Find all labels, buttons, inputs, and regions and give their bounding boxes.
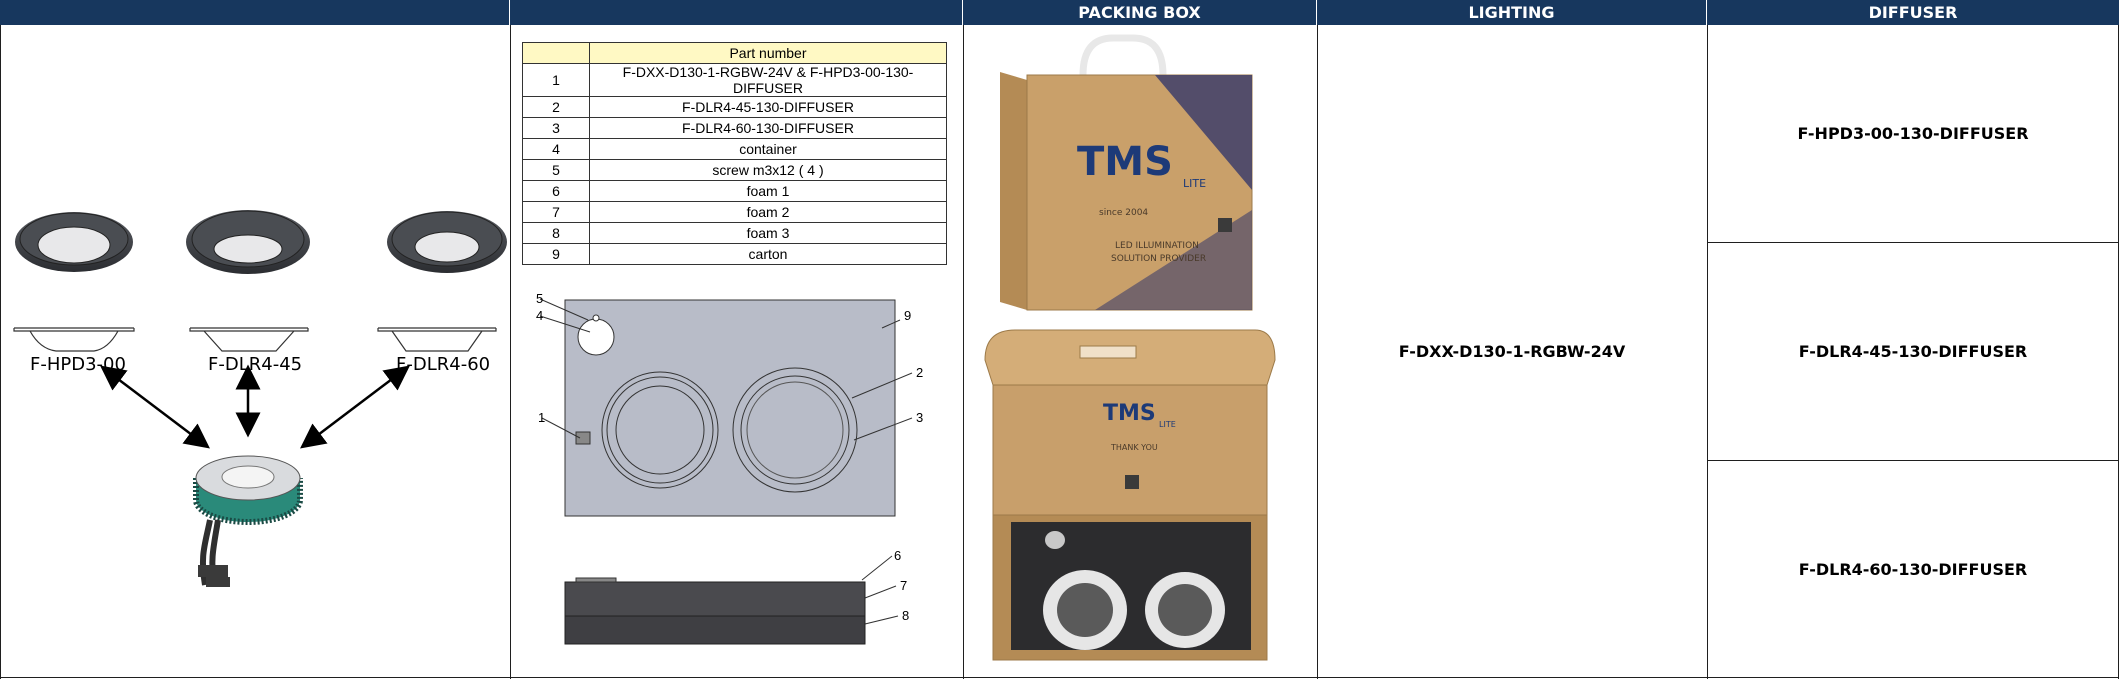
diffuser-cell-2: F-DLR4-45-130-DIFFUSER <box>1798 342 2028 361</box>
callout-label: 5 <box>536 291 543 306</box>
callout-label: 6 <box>894 548 901 563</box>
profile-dlr4-45 <box>189 327 309 352</box>
header-packing-box: PACKING BOX <box>963 0 1317 25</box>
part-desc: foam 2 <box>589 201 947 223</box>
grid-line <box>1707 242 2119 243</box>
part-desc: foam 3 <box>589 222 947 244</box>
box-logo: TMS <box>1077 139 1173 185</box>
product-label-hpd3: F-HPD3-00 <box>30 354 126 375</box>
diffuser-ring-dlr4-60 <box>387 211 507 273</box>
callout-label: 2 <box>916 365 923 380</box>
grid-line <box>963 25 964 679</box>
product-label-dlr4-45: F-DLR4-45 <box>208 354 303 375</box>
profile-hpd3 <box>13 327 135 352</box>
product-diagram <box>13 210 507 587</box>
part-desc: carton <box>589 243 947 265</box>
part-desc: container <box>589 138 947 160</box>
product-label-dlr4-60: F-DLR4-60 <box>396 354 491 375</box>
ring-light <box>193 455 303 587</box>
callout-label: 3 <box>916 410 923 425</box>
grid-line <box>0 25 1 679</box>
box-lid-logo-sub: LITE <box>1159 420 1176 429</box>
part-num: 8 <box>522 222 590 244</box>
diffuser-ring-dlr4-45 <box>186 210 310 274</box>
grid-line <box>510 25 511 679</box>
callout-label: 7 <box>900 578 907 593</box>
profile-dlr4-60 <box>377 327 497 352</box>
box-since: since 2004 <box>1099 208 1148 218</box>
header-diffuser: DIFFUSER <box>1707 0 2119 25</box>
header-part-number: Part number <box>589 42 947 64</box>
lighting-value: F-DXX-D130-1-RGBW-24V <box>1398 341 1626 361</box>
box-tagline-2: SOLUTION PROVIDER <box>1111 254 1206 264</box>
part-num: 9 <box>522 243 590 265</box>
callout-label: 8 <box>902 608 909 623</box>
part-num: 3 <box>522 117 590 139</box>
box-logo-sub: LITE <box>1183 177 1206 190</box>
header-cell-1 <box>0 0 510 25</box>
box-thank-you: THANK YOU <box>1110 443 1158 452</box>
box-tagline-1: LED ILLUMINATION <box>1115 241 1199 251</box>
callout-label: 4 <box>536 308 543 323</box>
header-lighting: LIGHTING <box>1317 0 1707 25</box>
diffuser-cell-1: F-HPD3-00-130-DIFFUSER <box>1797 124 2029 143</box>
part-desc: F-DLR4-45-130-DIFFUSER <box>589 96 947 118</box>
grid-line <box>1707 25 1708 679</box>
part-num: 1 <box>522 63 590 97</box>
packaging-drawing: 5 4 9 2 1 3 6 7 8 <box>536 291 923 645</box>
callout-label: 1 <box>538 410 545 425</box>
part-desc: foam 1 <box>589 180 947 202</box>
header-cell-2 <box>510 0 963 25</box>
part-num: 5 <box>522 159 590 181</box>
box-lid-logo: TMS <box>1103 401 1156 426</box>
packing-box-photos: TMS LITE since 2004 LED ILLUMINATION SOL… <box>984 34 1276 661</box>
diffuser-cell-3: F-DLR4-60-130-DIFFUSER <box>1798 559 2028 579</box>
grid-line <box>0 677 2119 678</box>
part-num: 4 <box>522 138 590 160</box>
part-num: 6 <box>522 180 590 202</box>
header-num-cell <box>522 42 590 64</box>
callout-label: 9 <box>904 308 911 323</box>
grid-line <box>1317 25 1318 679</box>
diffuser-ring-hpd3 <box>15 212 133 272</box>
part-desc: F-DLR4-60-130-DIFFUSER <box>589 117 947 139</box>
part-desc: screw m3x12 ( 4 ) <box>589 159 947 181</box>
part-num: 7 <box>522 201 590 223</box>
parts-table-header: Part number <box>522 42 947 64</box>
part-desc: F-DXX-D130-1-RGBW-24V & F-HPD3-00-130-DI… <box>589 63 947 97</box>
part-num: 2 <box>522 96 590 118</box>
grid-line <box>1707 460 2119 461</box>
